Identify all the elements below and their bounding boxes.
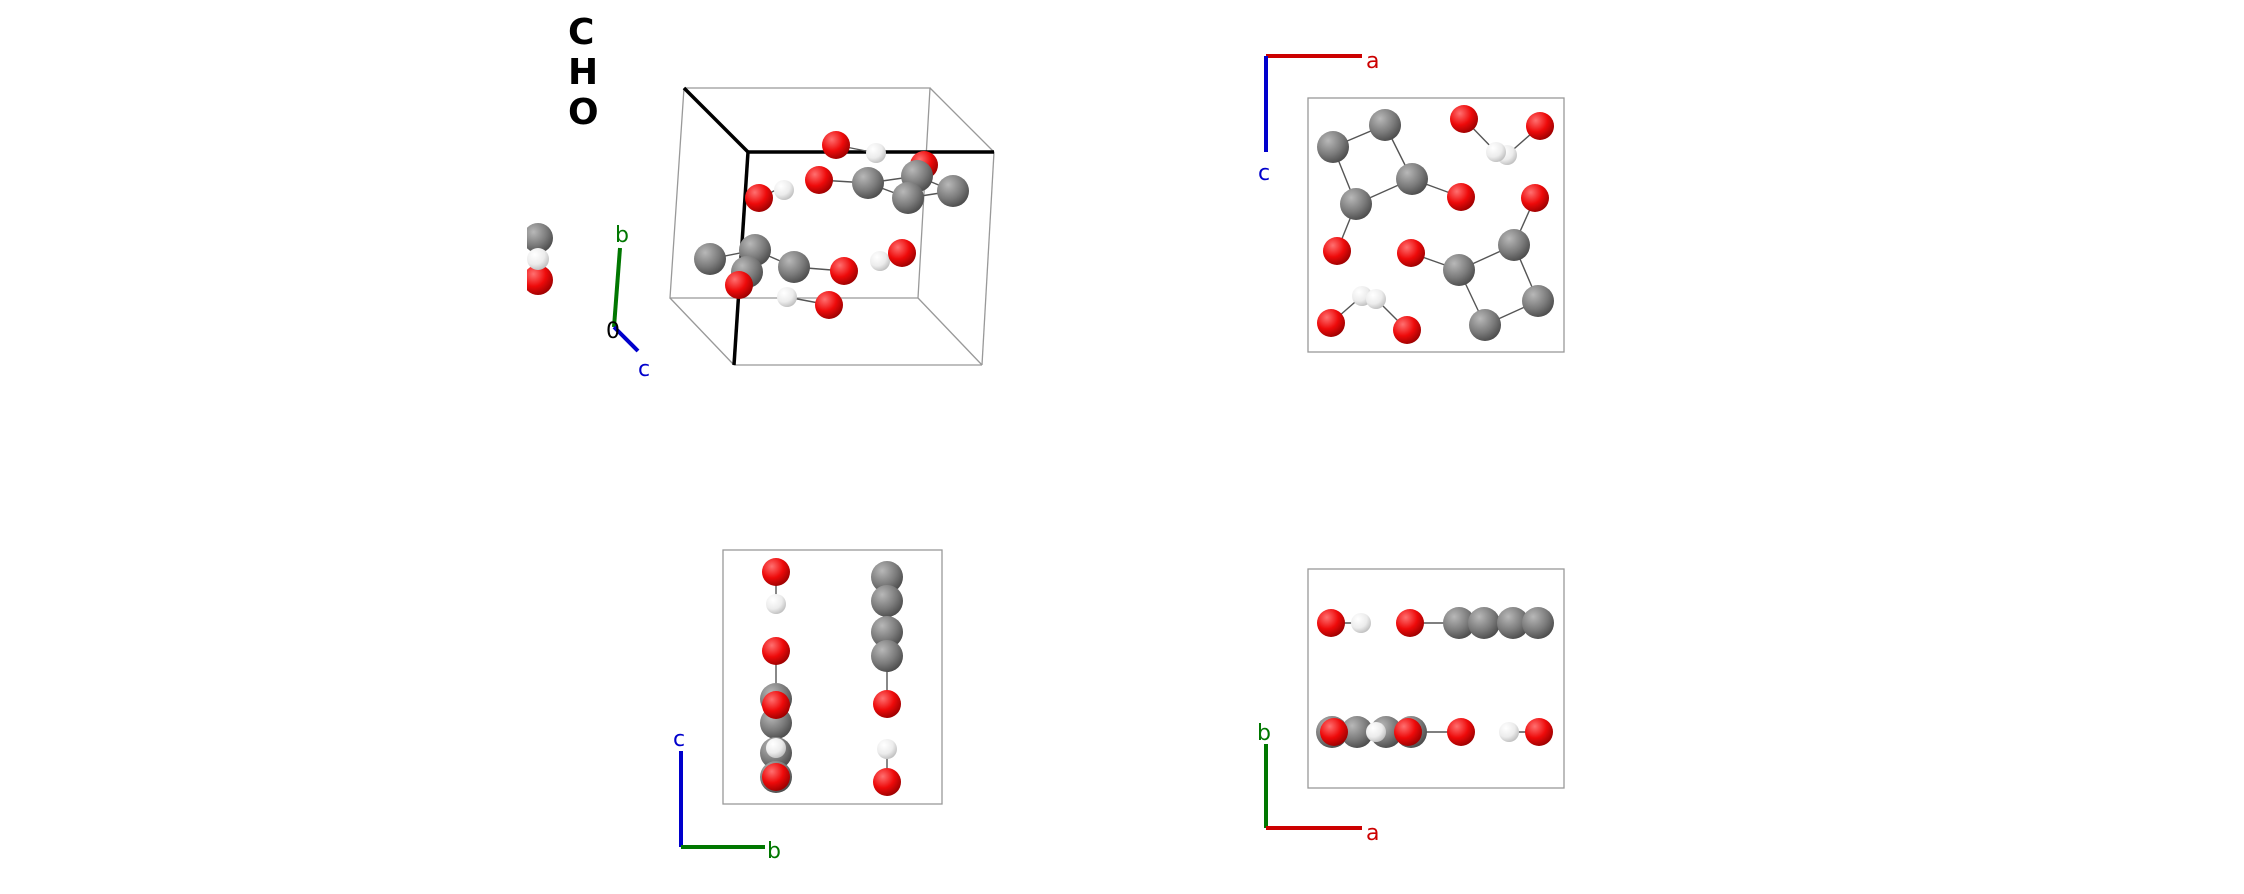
axis-b-line xyxy=(612,247,622,328)
atom-carbon xyxy=(1443,607,1475,639)
atom-oxygen xyxy=(1396,609,1424,637)
atom-oxygen xyxy=(762,691,790,719)
atom-oxygen xyxy=(1397,239,1425,267)
atom-oxygen xyxy=(762,558,790,586)
unit-cell-outline xyxy=(1307,97,1565,353)
atom-carbon xyxy=(523,223,553,253)
atom-hydrogen xyxy=(774,180,794,200)
atom-oxygen xyxy=(725,271,753,299)
atom-oxygen xyxy=(1447,718,1475,746)
atom-carbon xyxy=(1497,607,1529,639)
atom-carbon xyxy=(1443,254,1475,286)
atom-hydrogen xyxy=(1366,722,1386,742)
axis-label-c: c xyxy=(638,357,650,382)
atom-oxygen xyxy=(1394,718,1422,746)
atom-hydrogen xyxy=(877,739,897,759)
atom-oxygen xyxy=(1521,184,1549,212)
atom-hydrogen xyxy=(527,248,549,270)
atom-carbon xyxy=(1522,285,1554,317)
axis-label-a: a xyxy=(1366,821,1379,846)
atom-oxygen xyxy=(762,763,790,791)
atom-carbon xyxy=(1468,607,1500,639)
atom-hydrogen xyxy=(777,287,797,307)
axis-label-b: b xyxy=(1257,721,1271,746)
atom-oxygen xyxy=(1320,718,1348,746)
atom-oxygen xyxy=(873,690,901,718)
axis-label-b: b xyxy=(767,839,781,864)
atom-hydrogen xyxy=(766,738,786,758)
atom-carbon xyxy=(694,243,726,275)
view-bottom-left: c b xyxy=(673,549,943,864)
atom-oxygen xyxy=(805,166,833,194)
axis-c-line xyxy=(612,325,640,353)
atom-oxygen xyxy=(1525,718,1553,746)
atom-carbon xyxy=(937,175,969,207)
axis-label-b: b xyxy=(615,223,629,248)
atom-hydrogen xyxy=(1499,722,1519,742)
atom-carbon xyxy=(852,167,884,199)
atom-carbon xyxy=(1469,309,1501,341)
atom-carbon xyxy=(871,561,903,593)
legend-oxygen: O xyxy=(568,92,599,133)
view-bottom-right: b a xyxy=(1257,568,1565,846)
atom-carbon xyxy=(871,640,903,672)
axis-label-c: c xyxy=(673,727,685,752)
atom-oxygen xyxy=(1317,309,1345,337)
atom-oxygen xyxy=(888,239,916,267)
legend-carbon: C xyxy=(568,12,594,53)
perspective-axes: b c 0 xyxy=(606,223,650,382)
atom-hydrogen xyxy=(1486,142,1506,162)
atom-oxygen xyxy=(1447,183,1475,211)
axis-label-c: c xyxy=(1258,161,1270,186)
unit-cell-outline xyxy=(722,549,943,805)
atom-oxygen xyxy=(1317,609,1345,637)
axis-label-a: a xyxy=(1366,49,1379,74)
perspective-molecules xyxy=(694,131,969,319)
atom-carbon xyxy=(871,616,903,648)
atom-carbon xyxy=(1498,229,1530,261)
axis-label-origin: 0 xyxy=(606,319,620,344)
unit-cell-outline xyxy=(1307,568,1565,789)
perspective-unit-cell xyxy=(669,86,995,366)
atom-oxygen xyxy=(745,184,773,212)
atom-hydrogen xyxy=(1351,613,1371,633)
legend-hydrogen: H xyxy=(568,52,598,93)
atom-hydrogen xyxy=(866,143,886,163)
atom-oxygen xyxy=(830,257,858,285)
atom-oxygen xyxy=(1526,112,1554,140)
atom-carbon xyxy=(1317,131,1349,163)
atom-carbon xyxy=(1396,163,1428,195)
atom-carbon xyxy=(871,585,903,617)
atom-oxygen xyxy=(815,291,843,319)
atom-oxygen xyxy=(1450,105,1478,133)
atom-carbon xyxy=(1341,716,1373,748)
atom-carbon xyxy=(778,251,810,283)
atom-oxygen xyxy=(873,768,901,796)
partial-molecule-edge xyxy=(523,223,553,295)
atom-carbon xyxy=(1522,607,1554,639)
atom-carbon xyxy=(892,182,924,214)
atom-oxygen xyxy=(822,131,850,159)
atom-hydrogen xyxy=(870,251,890,271)
atom-hydrogen xyxy=(766,594,786,614)
atom-oxygen xyxy=(762,637,790,665)
atom-oxygen xyxy=(1323,237,1351,265)
atom-carbon xyxy=(1340,188,1372,220)
element-legend: C H O xyxy=(568,12,599,133)
atom-oxygen xyxy=(1393,316,1421,344)
view-top-right: a c xyxy=(1258,49,1565,353)
atom-oxygen xyxy=(523,265,553,295)
atom-carbon xyxy=(1369,109,1401,141)
atom-hydrogen xyxy=(1366,289,1386,309)
